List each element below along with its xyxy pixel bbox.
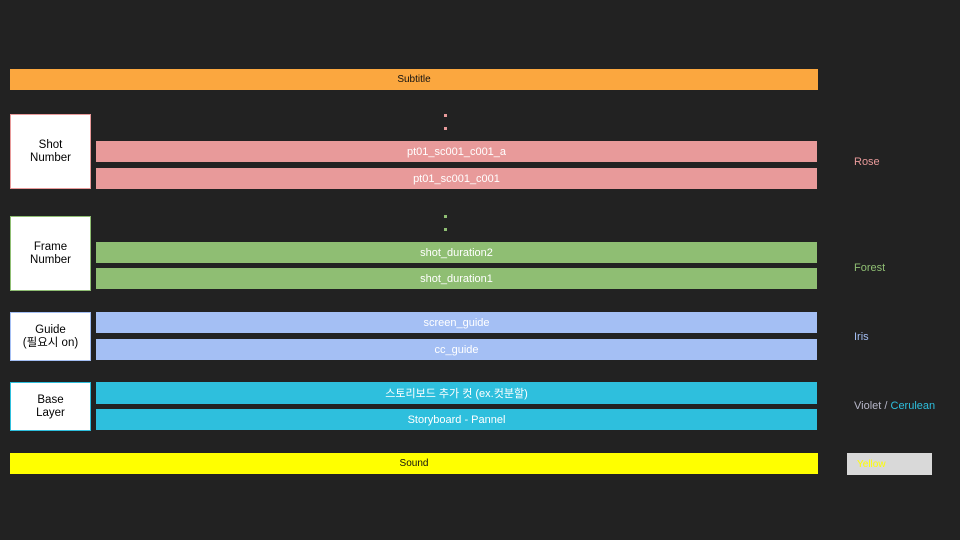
yellow-color-swatch: Yellow bbox=[847, 453, 932, 475]
guide-box: Guide (필요시 on) bbox=[10, 312, 91, 361]
sound-bar: Sound bbox=[10, 453, 818, 474]
cerulean-color-label: Cerulean bbox=[890, 400, 936, 412]
shot-number-box: Shot Number bbox=[10, 114, 91, 189]
guide-bar-2-label: cc_guide bbox=[434, 343, 479, 356]
sound-bar-label: Sound bbox=[399, 458, 429, 469]
base-bar-1-label: 스토리보드 추가 컷 (ex.컷분할) bbox=[385, 388, 528, 400]
frame-bar-2: shot_duration1 bbox=[96, 268, 817, 289]
frame-number-box: Frame Number bbox=[10, 216, 91, 291]
base-bar-2: Storyboard - Pannel bbox=[96, 409, 817, 430]
subtitle-bar-label: Subtitle bbox=[397, 74, 431, 85]
base-bar-1: 스토리보드 추가 컷 (ex.컷분할) bbox=[96, 382, 817, 404]
base-layer-box: Base Layer bbox=[10, 382, 91, 431]
guide-box-label: Guide (필요시 on) bbox=[22, 323, 79, 349]
frame-number-box-label: Frame Number bbox=[30, 240, 71, 266]
guide-bar-2: cc_guide bbox=[96, 339, 817, 360]
shot-ellipsis-dot bbox=[444, 127, 447, 130]
violet-color-label: Violet bbox=[854, 400, 882, 412]
frame-bar-2-label: shot_duration1 bbox=[420, 272, 493, 285]
yellow-color-label: Yellow bbox=[857, 458, 886, 470]
frame-bar-1: shot_duration2 bbox=[96, 242, 817, 263]
shot-ellipsis-dot bbox=[444, 114, 447, 117]
shot-bar-1-label: pt01_sc001_c001_a bbox=[406, 145, 507, 158]
color-separator: / bbox=[881, 400, 891, 412]
frame-bar-1-label: shot_duration2 bbox=[420, 246, 493, 259]
base-layer-box-label: Base Layer bbox=[36, 393, 65, 419]
shot-bar-1: pt01_sc001_c001_a bbox=[96, 141, 817, 162]
shot-bar-2-label: pt01_sc001_c001 bbox=[413, 172, 500, 185]
forest-color-label: Forest bbox=[854, 262, 886, 274]
frame-ellipsis-dot bbox=[444, 215, 447, 218]
rose-color-label: Rose bbox=[854, 156, 880, 168]
violet-cerulean-color-label: Violet / Cerulean bbox=[854, 400, 935, 412]
guide-bar-1: screen_guide bbox=[96, 312, 817, 333]
shot-bar-2: pt01_sc001_c001 bbox=[96, 168, 817, 189]
subtitle-bar: Subtitle bbox=[10, 69, 818, 90]
shot-number-box-label: Shot Number bbox=[30, 138, 71, 164]
iris-color-label: Iris bbox=[854, 331, 869, 343]
guide-bar-1-label: screen_guide bbox=[423, 316, 490, 329]
base-bar-2-label: Storyboard - Pannel bbox=[407, 413, 506, 426]
frame-ellipsis-dot bbox=[444, 228, 447, 231]
